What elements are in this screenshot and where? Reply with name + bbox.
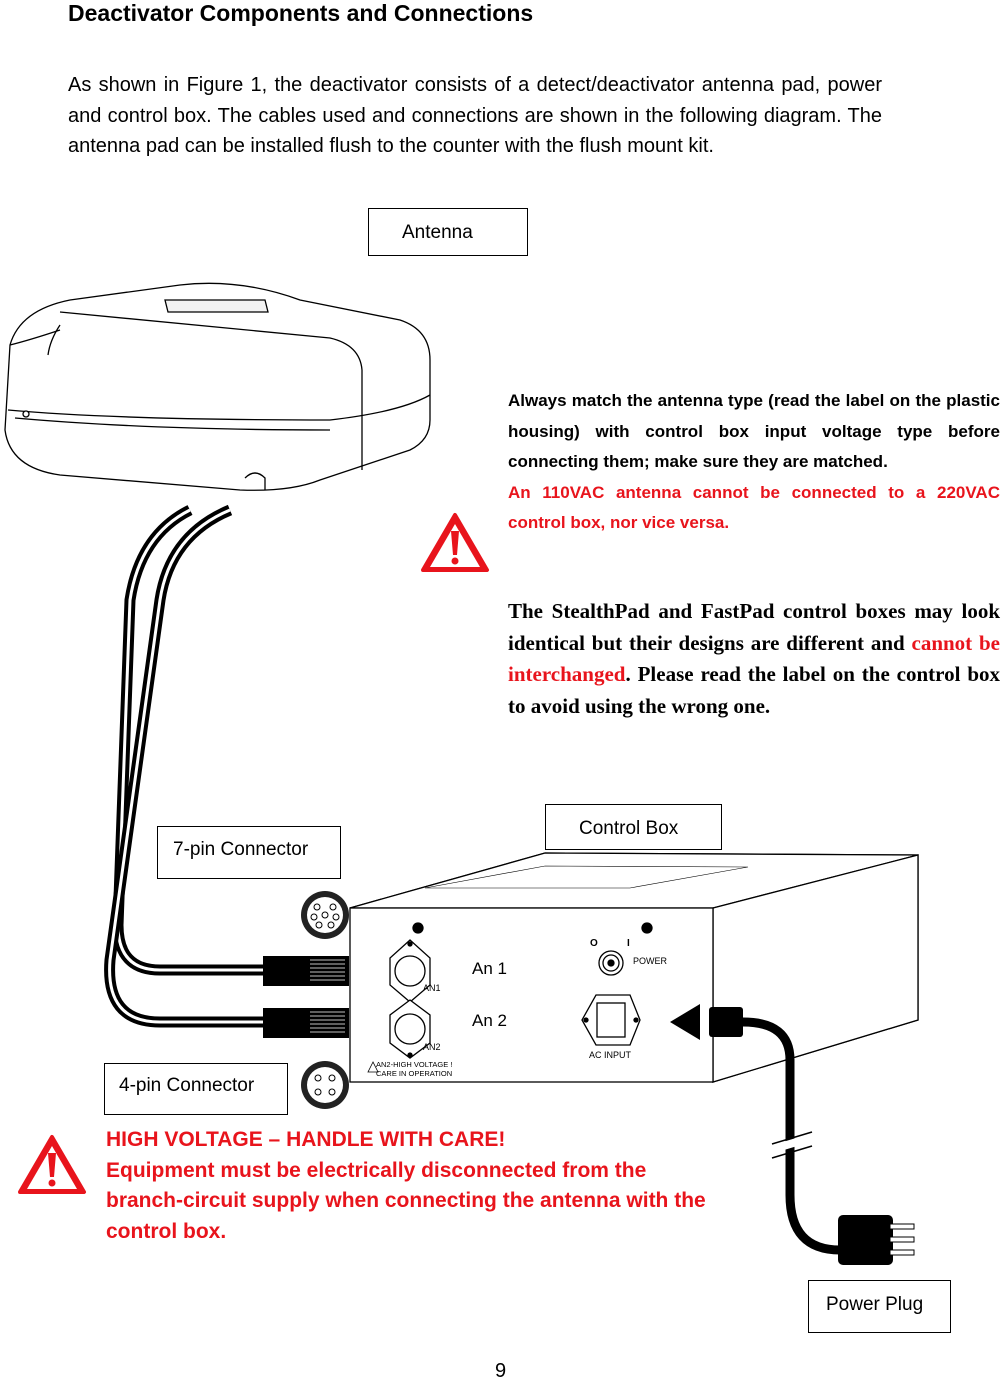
an2-socket-label: AN2 [423, 1042, 441, 1052]
page-title: Deactivator Components and Connections [68, 0, 534, 26]
four-pin-connector-callout: 4-pin Connector [104, 1063, 288, 1115]
antenna-match-text: Always match the antenna type (read the … [508, 391, 1000, 471]
control-box-callout: Control Box [545, 804, 722, 850]
power-switch-label: POWER [633, 956, 668, 966]
warning-icon [421, 513, 489, 572]
seven-pin-connector-callout: 7-pin Connector [157, 826, 341, 879]
compat-note-part2: . Please read the label on the control b… [508, 662, 1000, 718]
switch-off-label: O [590, 938, 598, 949]
cable-plug-7pin [263, 956, 349, 986]
high-voltage-body: Equipment must be electrically disconnec… [106, 1158, 706, 1243]
hv-panel-line2: CARE IN OPERATION [376, 1069, 452, 1078]
antenna-pad-illustration [4, 282, 431, 491]
an1-socket-label: AN1 [423, 983, 441, 993]
arrow-icon [670, 1004, 700, 1040]
control-box-compatibility-note: The StealthPad and FastPad control boxes… [508, 596, 1000, 722]
antenna-callout: Antenna [368, 208, 528, 256]
voltage-mismatch-warning: An 110VAC antenna cannot be connected to… [508, 482, 1000, 533]
switch-on-label: I [627, 938, 630, 949]
an2-panel-label: An 2 [472, 1011, 507, 1030]
ac-input-label: AC INPUT [589, 1050, 632, 1060]
hv-panel-line1: AN2-HIGH VOLTAGE ! [376, 1060, 452, 1069]
high-voltage-warning: HIGH VOLTAGE – HANDLE WITH CARE! Equipme… [106, 1125, 706, 1247]
compat-note-part1: The StealthPad and FastPad control boxes… [508, 599, 1000, 655]
power-plug-illustration [838, 1215, 915, 1265]
power-cord [709, 1007, 841, 1255]
four-pin-connector-face [301, 1061, 349, 1109]
antenna-cables [104, 504, 265, 1028]
cable-plug-4pin [263, 1008, 349, 1038]
high-voltage-heading: HIGH VOLTAGE – HANDLE WITH CARE! [106, 1128, 506, 1151]
high-voltage-warning-icon [18, 1135, 86, 1194]
compat-note-emphasis: cannot be interchanged [508, 630, 1000, 687]
an1-panel-label: An 1 [472, 959, 507, 978]
antenna-match-warning: Always match the antenna type (read the … [508, 386, 1000, 539]
power-plug-callout: Power Plug [808, 1280, 951, 1333]
seven-pin-connector-face [301, 891, 349, 939]
page-number: 9 [494, 1360, 507, 1382]
intro-paragraph: As shown in Figure 1, the deactivator co… [68, 74, 882, 157]
